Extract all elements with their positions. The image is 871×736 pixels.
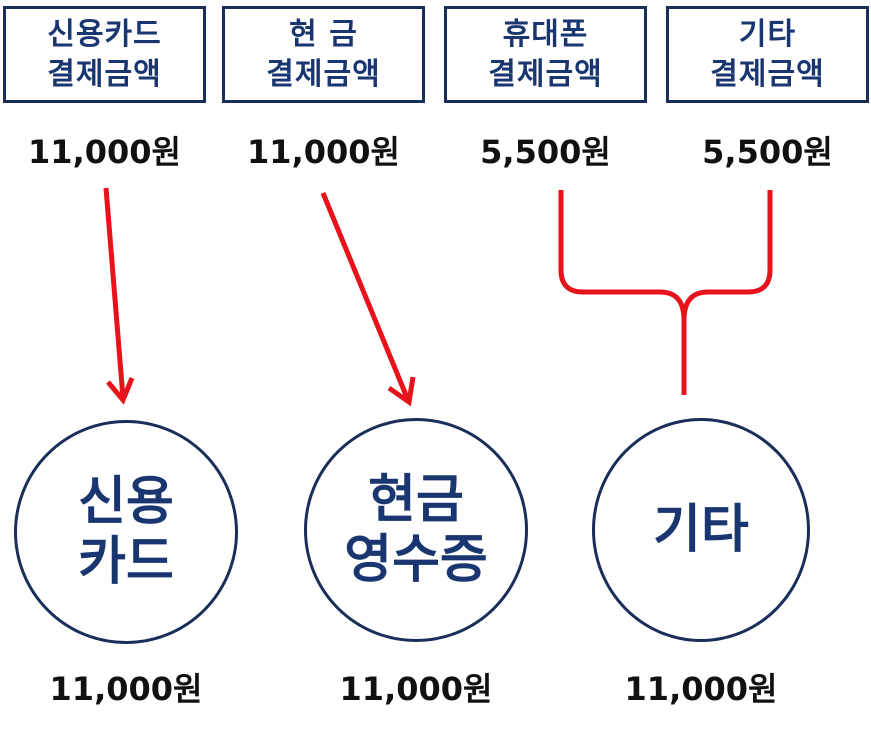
- circle-credit-card: 신용 카드: [14, 420, 238, 644]
- circle-cash-receipt: 현금 영수증: [304, 418, 528, 642]
- box-credit-card-line2: 결제금액: [47, 56, 162, 92]
- box-mobile-line1: 휴대폰: [502, 16, 589, 52]
- circle-other-line1: 기타: [653, 500, 749, 560]
- circle-credit-card-line2: 카드: [78, 532, 174, 592]
- box-mobile-line2: 결제금액: [488, 56, 603, 92]
- amount-mobile: 5,500원: [480, 133, 611, 171]
- amount-credit-card: 11,000원: [28, 133, 181, 171]
- box-other-line2: 결제금액: [710, 56, 825, 92]
- box-cash-payment: 현 금 결제금액: [222, 6, 425, 103]
- bottom-amount-credit-card: 11,000원: [49, 670, 203, 708]
- bottom-amount-cash-receipt: 11,000원: [339, 670, 493, 708]
- box-cash-line1: 현 금: [289, 16, 358, 52]
- box-other-payment: 기타 결제금액: [666, 6, 869, 103]
- arrow-credit-card: [103, 187, 135, 405]
- bottom-amount-other: 11,000원: [624, 670, 778, 708]
- amount-cash: 11,000원: [247, 133, 400, 171]
- box-credit-card-line1: 신용카드: [47, 16, 162, 52]
- box-cash-line2: 결제금액: [266, 56, 381, 92]
- arrow-cash: [320, 192, 416, 407]
- box-other-line1: 기타: [738, 16, 797, 52]
- circle-credit-card-line1: 신용: [78, 472, 174, 532]
- circle-other: 기타: [592, 418, 810, 642]
- box-mobile-payment: 휴대폰 결제금액: [444, 6, 647, 103]
- bracket-merge: [558, 190, 773, 395]
- circle-cash-receipt-line1: 현금: [368, 470, 464, 530]
- circle-cash-receipt-line2: 영수증: [344, 530, 488, 590]
- amount-other: 5,500원: [702, 133, 833, 171]
- box-credit-card-payment: 신용카드 결제금액: [3, 6, 206, 103]
